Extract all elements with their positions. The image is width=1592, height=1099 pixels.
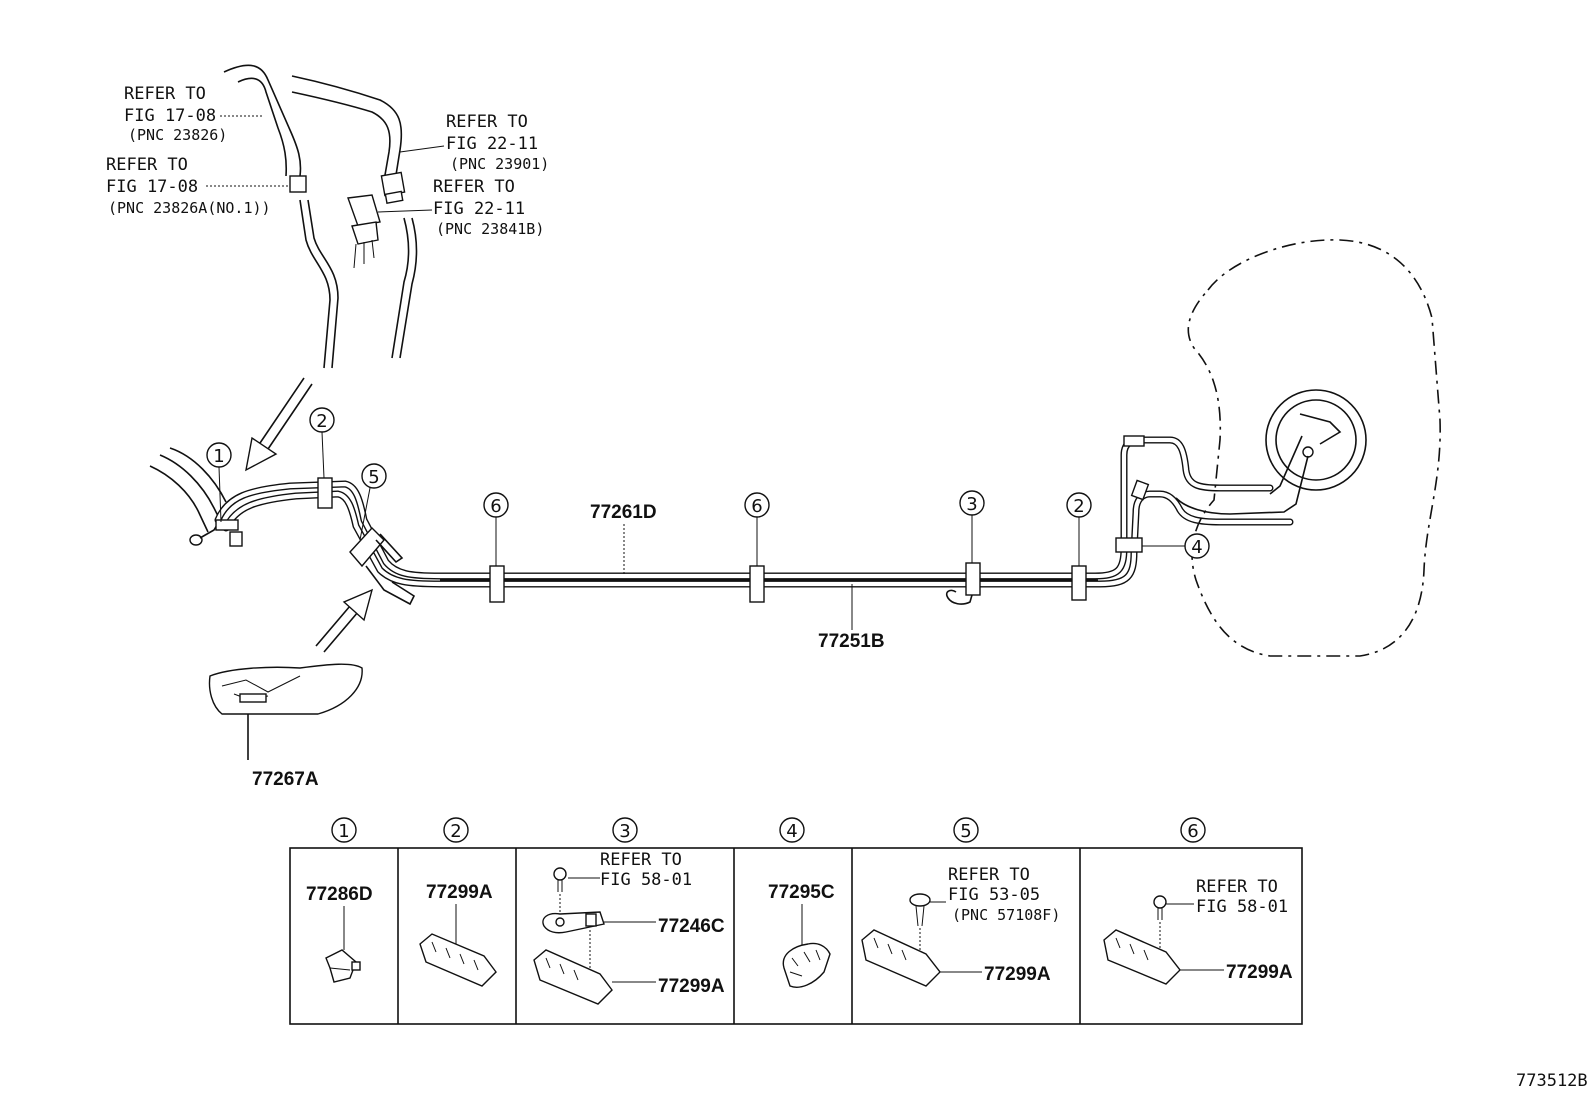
svg-text:77295C: 77295C (768, 882, 835, 903)
table-header-3: 3 (612, 817, 638, 843)
callout-2-right: 2 (1066, 492, 1092, 566)
svg-text:REFER TO: REFER TO (124, 84, 206, 104)
callout-5-main: 5 (359, 463, 387, 541)
svg-text:REFER TO: REFER TO (1196, 877, 1278, 897)
clamp-2-left (317, 477, 333, 509)
table-cell-5: REFER TO FIG 53-05 (PNC 57108F) 77299A (861, 865, 1060, 987)
clamp-2-right (1071, 565, 1087, 601)
table-cell-1: 77286D (306, 884, 373, 983)
svg-text:6: 6 (490, 496, 501, 517)
svg-text:4: 4 (1191, 537, 1202, 558)
figure-id: 773512B (1516, 1071, 1588, 1091)
arrow-down (245, 377, 313, 472)
svg-text:77286D: 77286D (306, 884, 373, 905)
svg-text:(PNC 23826): (PNC 23826) (128, 126, 227, 144)
svg-text:(PNC 23826A(NO.1)): (PNC 23826A(NO.1)) (108, 199, 271, 217)
callout-1-main: 1 (206, 442, 232, 523)
table-cell-6: REFER TO FIG 58-01 77299A (1103, 877, 1293, 985)
svg-text:REFER TO: REFER TO (106, 155, 188, 175)
table-header-5: 5 (953, 817, 979, 843)
svg-text:(PNC 23841B): (PNC 23841B) (436, 220, 544, 238)
svg-text:77251B: 77251B (818, 631, 885, 652)
parts-table: 1 2 3 4 5 6 77286D 77299A REFER TO FIG 5… (289, 817, 1303, 1025)
svg-text:2: 2 (1073, 496, 1084, 517)
callout-6-left: 6 (483, 492, 509, 566)
main-part-labels: 77261D 77251B 77267A (252, 502, 885, 790)
clamp-6-mid (749, 565, 765, 603)
table-header-6: 6 (1180, 817, 1206, 843)
clamp-6-left (489, 565, 505, 603)
table-header-2: 2 (443, 817, 469, 843)
svg-text:1: 1 (213, 446, 224, 467)
svg-text:77299A: 77299A (1226, 962, 1293, 983)
refer-label-2: REFER TO FIG 17-08 (PNC 23826A(NO.1)) (106, 155, 271, 217)
callout-4-main: 4 (1142, 533, 1210, 559)
main-tubes (214, 435, 1294, 588)
svg-text:FIG 22-11: FIG 22-11 (446, 134, 538, 154)
svg-text:2: 2 (450, 821, 461, 842)
callout-2-left: 2 (309, 407, 335, 479)
svg-text:77299A: 77299A (426, 882, 493, 903)
upper-hoses (223, 64, 418, 369)
protector-77267A (208, 663, 363, 760)
svg-text:(PNC 57108F): (PNC 57108F) (952, 906, 1060, 924)
table-cell-2: 77299A (419, 882, 497, 987)
svg-text:2: 2 (316, 411, 327, 432)
svg-text:FIG 17-08: FIG 17-08 (106, 177, 198, 197)
svg-text:77246C: 77246C (658, 916, 725, 937)
svg-text:FIG 17-08: FIG 17-08 (124, 106, 216, 126)
svg-text:FIG 53-05: FIG 53-05 (948, 885, 1040, 905)
svg-text:5: 5 (368, 467, 379, 488)
callouts: 1 2 5 6 6 3 2 (206, 407, 1210, 566)
svg-text:3: 3 (619, 821, 630, 842)
svg-text:(PNC 23901): (PNC 23901) (450, 155, 549, 173)
svg-text:FIG 58-01: FIG 58-01 (600, 870, 692, 890)
refer-label-1: REFER TO FIG 17-08 (PNC 23826) (124, 84, 227, 144)
upper-leaders (206, 115, 445, 213)
svg-text:REFER TO: REFER TO (433, 177, 515, 197)
clamp-3 (965, 562, 981, 596)
svg-text:4: 4 (786, 821, 797, 842)
refer-label-4: REFER TO FIG 22-11 (PNC 23841B) (433, 177, 544, 238)
clamp-3-bracket (945, 589, 973, 605)
arrow-up (315, 588, 374, 653)
refer-label-3: REFER TO FIG 22-11 (PNC 23901) (446, 112, 549, 173)
svg-text:3: 3 (966, 494, 977, 515)
svg-text:REFER TO: REFER TO (446, 112, 528, 132)
callout-6-mid: 6 (744, 492, 770, 566)
svg-text:1: 1 (338, 821, 349, 842)
svg-text:REFER TO: REFER TO (948, 865, 1030, 885)
fuel-tank (1175, 239, 1441, 657)
callout-3-main: 3 (959, 490, 985, 563)
clamp-5 (349, 526, 385, 568)
svg-text:6: 6 (751, 496, 762, 517)
table-cell-4: 77295C (768, 882, 835, 988)
svg-text:77299A: 77299A (984, 964, 1051, 985)
svg-text:FIG 58-01: FIG 58-01 (1196, 897, 1288, 917)
table-cell-3: REFER TO FIG 58-01 77246C 77299A (533, 850, 725, 1005)
tube-clamps (215, 477, 1087, 606)
table-header-1: 1 (331, 817, 357, 843)
svg-text:6: 6 (1187, 821, 1198, 842)
table-header-4: 4 (779, 817, 805, 843)
svg-text:FIG 22-11: FIG 22-11 (433, 199, 525, 219)
svg-text:77267A: 77267A (252, 769, 319, 790)
svg-text:REFER TO: REFER TO (600, 850, 682, 870)
left-pipe-assembly (149, 447, 243, 547)
svg-text:77299A: 77299A (658, 976, 725, 997)
svg-text:5: 5 (960, 821, 971, 842)
svg-text:77261D: 77261D (590, 502, 657, 523)
